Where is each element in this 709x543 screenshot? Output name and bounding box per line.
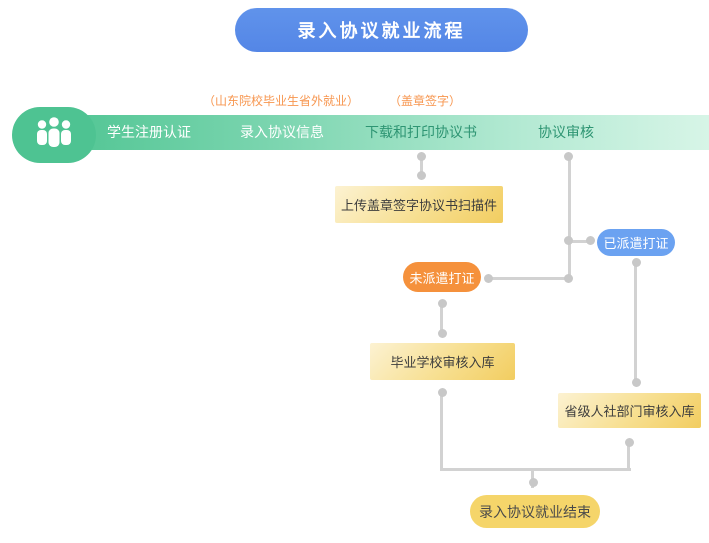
connector-line (569, 240, 592, 243)
node-provincial-review: 省级人社部门审核入库 (558, 393, 701, 428)
connector-dot (417, 152, 426, 161)
note-stamp-sign: （盖章签字） (388, 94, 462, 108)
step-download-print-agreement: 下载和打印协议书 (365, 124, 477, 140)
note-out-of-province: （山东院校毕业生省外就业） (202, 94, 360, 108)
connector-dot (438, 329, 447, 338)
connector-dot (529, 478, 538, 487)
connector-line (440, 300, 443, 336)
connector-dot (564, 236, 573, 245)
process-bar-start-block (12, 107, 96, 163)
connector-line (627, 444, 630, 471)
connector-dot (564, 274, 573, 283)
connector-dot (564, 152, 573, 161)
connector-line (568, 155, 571, 280)
node-not-dispatched: 未派遣打证 (403, 262, 481, 292)
page-title: 录入协议就业流程 (297, 21, 466, 41)
node-process-end: 录入协议就业结束 (470, 495, 600, 528)
connector-dot (484, 274, 493, 283)
connector-line (420, 155, 423, 177)
people-group-icon (30, 115, 78, 156)
process-bar (58, 115, 709, 150)
flowchart-title-banner: 录入协议就业流程 (235, 8, 528, 52)
connector-dot (438, 388, 447, 397)
connector-dot (586, 236, 595, 245)
connector-line (440, 390, 443, 471)
connector-line (634, 260, 637, 384)
connector-dot (438, 299, 447, 308)
node-dispatched: 已派遣打证 (597, 229, 675, 256)
connector-line (487, 277, 569, 280)
step-enter-agreement-info: 录入协议信息 (240, 124, 324, 140)
node-school-review: 毕业学校审核入库 (370, 343, 515, 380)
connector-dot (632, 258, 641, 267)
connector-dot (632, 378, 641, 387)
connector-line (440, 468, 631, 471)
step-student-register: 学生注册认证 (107, 124, 191, 140)
connector-dot (417, 171, 426, 180)
node-upload-scan: 上传盖章签字协议书扫描件 (335, 186, 503, 223)
connector-dot (625, 438, 634, 447)
step-agreement-review: 协议审核 (538, 124, 594, 140)
